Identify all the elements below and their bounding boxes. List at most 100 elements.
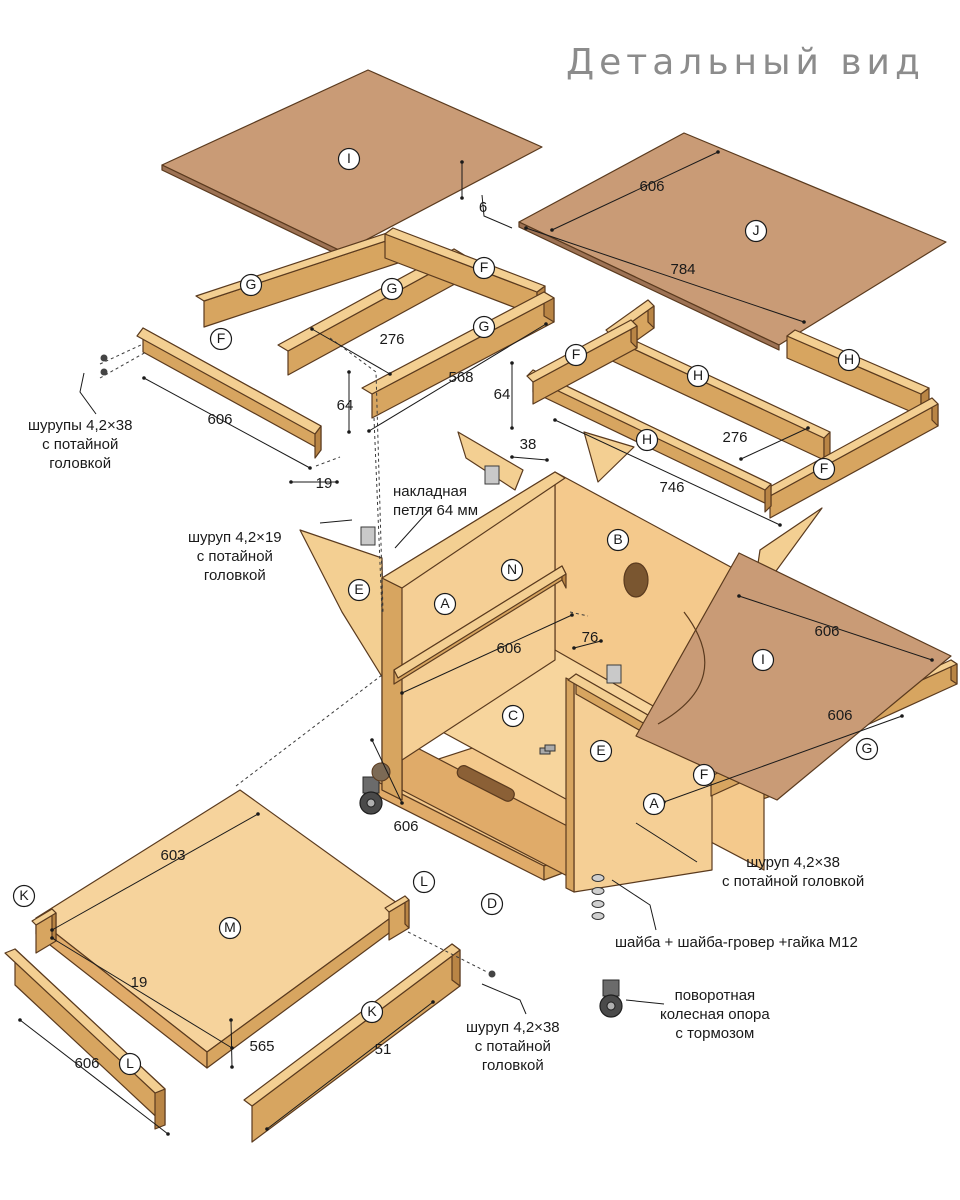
part-label-text-11: F <box>820 460 829 476</box>
part-label-text-2: G <box>246 276 257 292</box>
rail-n-inner <box>393 565 567 685</box>
rail-k-left-tab-top-face <box>31 908 57 926</box>
dimension-13: 76 <box>572 629 603 650</box>
wing-e-left <box>299 529 385 681</box>
dimension-line-17 <box>51 813 259 931</box>
dimension-label-6: 606 <box>207 411 232 428</box>
dimension-4: 568 <box>367 322 548 433</box>
part-label-text-24: L <box>420 873 428 889</box>
part-label-circle-21 <box>642 792 666 816</box>
part-label-k-23: K <box>12 884 36 908</box>
dimension-17: 603 <box>50 812 260 932</box>
dimension-arrow-2-1 <box>802 320 806 324</box>
dimension-label-2: 784 <box>670 261 695 278</box>
rail-f-left <box>136 327 322 459</box>
dimension-arrow-19-1 <box>230 1065 234 1069</box>
part-label-a-21: A <box>642 792 666 816</box>
part-label-text-16: C <box>508 707 518 723</box>
note-caster: поворотная колесная опора с тормозом <box>660 987 770 1042</box>
dimension-8: 64 <box>494 361 514 430</box>
dimension-arrow-1-1 <box>716 150 720 154</box>
part-label-text-15: E <box>354 581 363 597</box>
caster-front-hub <box>606 1001 616 1011</box>
dimension-arrow-4-1 <box>544 322 548 326</box>
dimension-label-4: 568 <box>448 369 473 386</box>
dimension-arrow-13-0 <box>572 646 576 650</box>
part-label-e-18: E <box>589 739 613 763</box>
dimension-label-8: 64 <box>494 386 511 403</box>
drawer-handle-slot <box>456 765 515 802</box>
washer-part-2 <box>591 900 605 908</box>
dimension-2: 784 <box>524 226 806 324</box>
part-label-h-10: H <box>635 428 659 452</box>
dimension-14: 606 <box>737 594 934 662</box>
panel-j-sheet-edge <box>518 221 780 351</box>
dimension-label-7: 19 <box>316 475 333 492</box>
dimension-label-13: 76 <box>582 629 599 646</box>
part-label-text-17: I <box>761 651 765 667</box>
part-label-a-14: A <box>433 592 457 616</box>
dimension-arrow-2-0 <box>524 226 528 230</box>
part-label-circle-19 <box>855 737 879 761</box>
dimension-arrow-14-0 <box>737 594 741 598</box>
dimension-arrow-10-1 <box>806 426 810 430</box>
dimension-18: 19 <box>50 936 234 1050</box>
guide-line-1 <box>373 417 383 613</box>
part-label-circle-26 <box>360 1000 384 1024</box>
part-label-circle-11 <box>812 457 836 481</box>
part-label-n-12: N <box>500 558 524 582</box>
dimension-20: 606 <box>18 1018 170 1136</box>
note-screw-38-right: шуруп 4,2×38 с потайной головкой <box>722 854 865 890</box>
leader-line-4 <box>611 879 657 931</box>
dimension-11: 746 <box>553 418 782 527</box>
part-label-f-4: F <box>472 256 496 280</box>
dimension-label-11: 746 <box>659 479 684 496</box>
part-label-circle-10 <box>635 428 659 452</box>
part-label-circle-25 <box>218 916 242 940</box>
wing-e-back-right <box>583 431 635 483</box>
dimension-label-0: 6 <box>479 199 487 216</box>
dimension-label-17: 603 <box>160 847 185 864</box>
guide-line-3 <box>407 931 488 973</box>
dimension-arrow-13-1 <box>599 639 603 643</box>
panel-a-right-edge <box>565 677 575 893</box>
part-label-circle-24 <box>412 870 436 894</box>
part-label-text-3: G <box>387 280 398 296</box>
part-label-j-1: J <box>744 219 768 243</box>
dimension-line-16 <box>371 739 403 804</box>
dimension-line-3 <box>311 328 391 375</box>
washer-part-3 <box>591 912 605 920</box>
dimension-arrow-21-1 <box>431 1000 435 1004</box>
dimension-label-1: 606 <box>639 178 664 195</box>
dimension-7: 19 <box>289 475 339 492</box>
dimension-arrow-7-1 <box>335 480 339 484</box>
part-label-circle-17 <box>751 648 775 672</box>
panel-j-sheet <box>518 132 947 346</box>
part-label-l-24: L <box>412 870 436 894</box>
dimension-arrow-20-1 <box>166 1132 170 1136</box>
rail-l-right-tab-top-face <box>384 895 410 913</box>
part-label-l-27: L <box>118 1052 142 1076</box>
part-label-d-22: D <box>480 892 504 916</box>
part-label-c-16: C <box>501 704 525 728</box>
drawer-m-panel <box>35 789 405 1053</box>
part-label-g-2: G <box>239 273 263 297</box>
dimension-label-10: 276 <box>722 429 747 446</box>
part-label-circle-13 <box>606 528 630 552</box>
part-label-circle-0 <box>337 147 361 171</box>
drawer-bracket-1 <box>544 744 556 752</box>
note-hinge: накладная петля 64 мм <box>393 483 479 519</box>
guide-line-5 <box>99 343 144 365</box>
part-label-circle-20 <box>692 763 716 787</box>
parts-layer <box>4 69 958 1143</box>
dimension-arrow-0-1 <box>460 196 464 200</box>
guide-line-7 <box>315 456 341 467</box>
part-label-circle-16 <box>501 704 525 728</box>
leader-line-7 <box>481 194 513 229</box>
dimension-arrow-5-1 <box>347 430 351 434</box>
dimension-3: 276 <box>310 327 405 376</box>
dimension-line-13 <box>573 640 602 649</box>
part-label-circle-7 <box>564 343 588 367</box>
